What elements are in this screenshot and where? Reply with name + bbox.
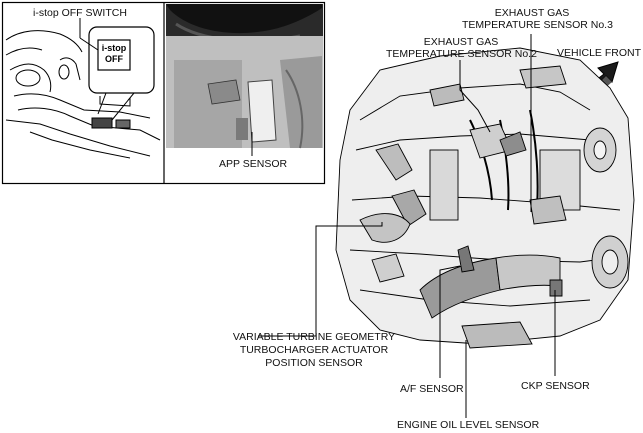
vtg-sensor-label-line1: VARIABLE TURBINE GEOMETRY	[232, 331, 396, 343]
app-sensor-label: APP SENSOR	[219, 158, 288, 170]
exhaust-gas-temp-sensor-no2-line1: EXHAUST GAS	[423, 36, 499, 48]
af-sensor-label: A/F SENSOR	[400, 383, 464, 395]
switch-callout-tail-2	[111, 92, 135, 121]
engine-oil-level-sensor-label: ENGINE OIL LEVEL SENSOR	[397, 419, 540, 431]
switch-callout-tail	[97, 92, 107, 115]
switch-text-off: OFF	[105, 54, 123, 64]
istop-off-switch-label: i-stop OFF SWITCH	[33, 7, 127, 19]
exhaust-gas-temp-sensor-no3-line2: TEMPERATURE SENSOR No.3	[462, 19, 613, 31]
vehicle-front-label: VEHICLE FRONT	[557, 47, 642, 59]
ckp-sensor-label: CKP SENSOR	[521, 380, 590, 392]
istop-off-switch	[97, 39, 131, 71]
vtg-leader	[258, 222, 383, 337]
app-sensor-illustration	[166, 4, 323, 156]
dashboard-illustration	[5, 30, 161, 159]
vtg-sensor-label-line3: POSITION SENSOR	[265, 357, 363, 369]
vtg-sensor-label-line2: TURBOCHARGER ACTUATOR	[239, 344, 389, 356]
exhaust-gas-temp-sensor-no2-line2: TEMPERATURE SENSOR No.2	[386, 48, 537, 60]
switch-text-istop: i-stop	[101, 43, 127, 53]
engine-illustration	[335, 47, 635, 349]
exhaust-gas-temp-sensor-no3-line1: EXHAUST GAS	[494, 7, 570, 19]
leader-lines	[258, 34, 556, 418]
